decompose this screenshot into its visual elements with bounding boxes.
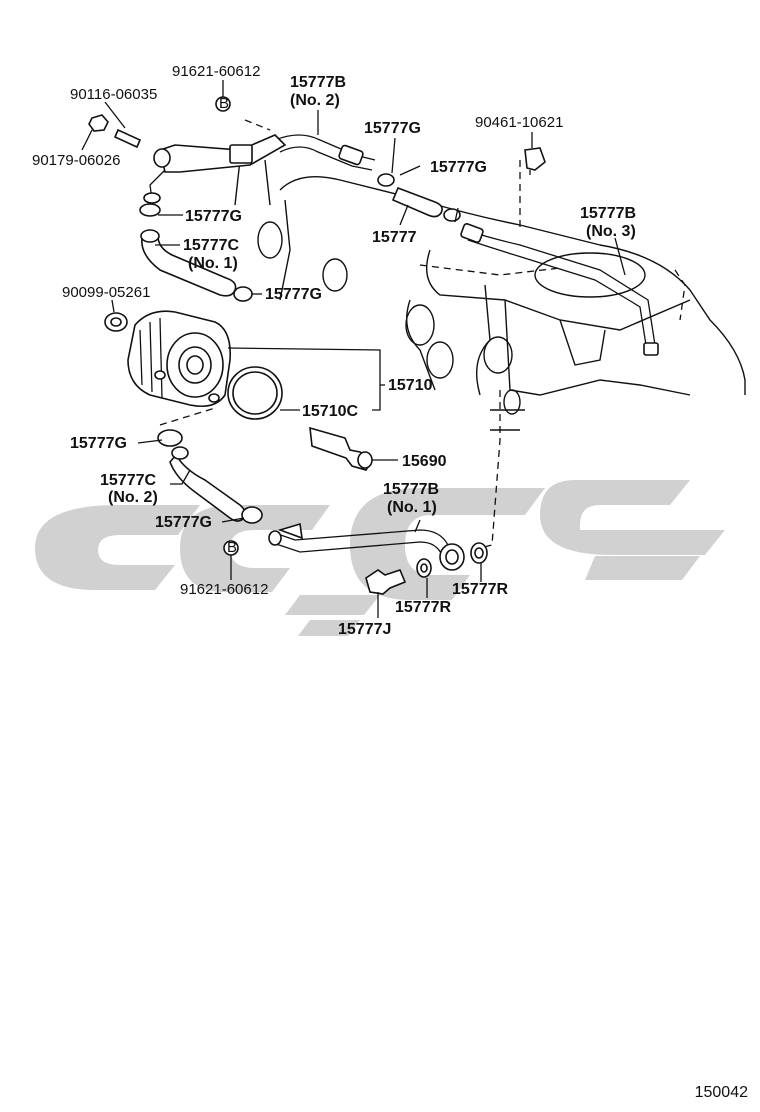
gasket-15777r-a	[416, 558, 432, 578]
callout-15777g-middle: 15777G	[70, 435, 127, 452]
callout-no2-lower: (No. 2)	[108, 489, 158, 506]
callout-90461-10621: 90461-10621	[475, 114, 563, 131]
washer-90099-05261	[104, 312, 128, 332]
callout-15777g-left: 15777G	[185, 208, 242, 225]
callout-labels: 91621-60612 15777B (No. 2) 90116-06035 1…	[32, 63, 636, 638]
callout-15777b-upper: 15777B	[290, 74, 346, 91]
marker-b-lower-text: B	[227, 539, 237, 556]
callout-no1-lower: (No. 1)	[387, 499, 437, 516]
callout-15777g-lower-left: 15777G	[265, 286, 322, 303]
callout-15777j: 15777J	[338, 621, 391, 638]
callout-15777g-right: 15777G	[430, 159, 487, 176]
callout-90116-06035: 90116-06035	[70, 86, 157, 103]
engine-block-outline	[234, 144, 746, 431]
leader-lines	[81, 80, 626, 618]
callout-15710c: 15710C	[302, 403, 358, 420]
callout-15710: 15710	[388, 377, 433, 394]
callout-15777g-top: 15777G	[364, 120, 421, 137]
callout-15777: 15777	[372, 229, 417, 246]
clamp-15777g-e	[157, 429, 183, 447]
callout-no3: (No. 3)	[586, 223, 636, 240]
oil-cooler-15710	[127, 310, 232, 408]
callout-15777c-no2: 15777C	[100, 472, 156, 489]
gasket-15777r-b	[470, 542, 488, 564]
pipe-15777b-no1	[268, 522, 465, 571]
hose-15777b-no2	[274, 134, 376, 171]
clamp-15777g-a	[139, 203, 161, 217]
callout-15777r-right: 15777R	[452, 581, 508, 598]
callout-90179-06026: 90179-06026	[32, 152, 120, 169]
callout-15777b-no1: 15777B	[383, 481, 439, 498]
callout-91621-60612-upper: 91621-60612	[172, 63, 260, 80]
clamp-15777g-f	[241, 506, 263, 524]
union-bolt-15777j	[365, 569, 407, 595]
pipe-assembly-upper-left	[143, 119, 287, 204]
bolt-90116-06035	[113, 128, 142, 149]
callout-15777c-no1: 15777C	[183, 237, 239, 254]
callout-15777r-left: 15777R	[395, 599, 451, 616]
pipe-15777b-no3	[460, 223, 659, 356]
hose-15777	[377, 173, 461, 222]
nut-90179-06026	[88, 114, 109, 132]
callout-90099-05261: 90099-05261	[62, 284, 150, 301]
hose-15777c-no1	[139, 203, 253, 302]
diagram-reference-number: 150042	[694, 1084, 748, 1101]
callout-15777b-no3: 15777B	[580, 205, 636, 222]
callout-91621-60612-lower: 91621-60612	[180, 581, 268, 598]
clamp-15777g-b	[233, 286, 253, 302]
callout-no1-upper: (No. 1)	[188, 255, 238, 272]
union-15690	[309, 426, 374, 471]
callout-15777g-bottom: 15777G	[155, 514, 212, 531]
callout-15690: 15690	[402, 453, 447, 470]
callout-no2-upper: (No. 2)	[290, 92, 340, 109]
bracket-90461-10621	[524, 147, 546, 175]
watermark-logo	[35, 480, 725, 636]
o-ring-15710c	[227, 366, 283, 420]
marker-b-upper-text: B	[219, 95, 229, 112]
clamp-15777g-c	[377, 173, 395, 187]
